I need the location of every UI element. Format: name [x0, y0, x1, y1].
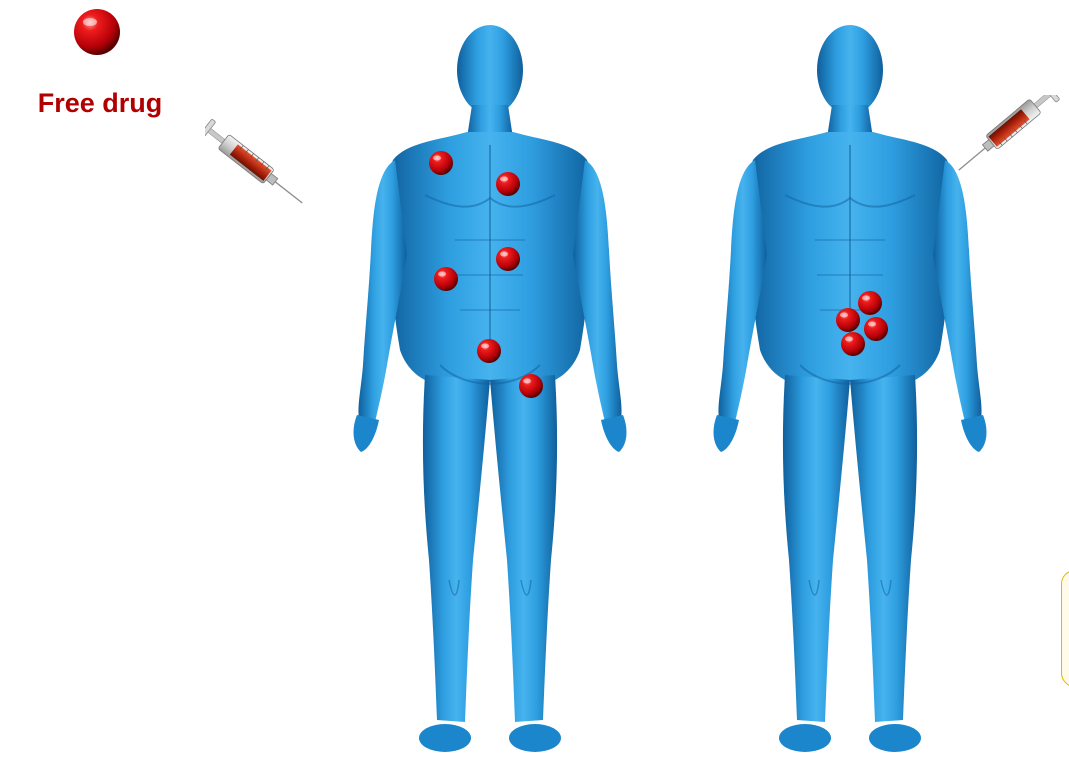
drug-particle: [858, 291, 882, 315]
drug-particle: [429, 151, 453, 175]
drug-particle: [477, 339, 501, 363]
drug-particle: [519, 374, 543, 398]
drug-particle: [841, 332, 865, 356]
drug-particle: [496, 172, 520, 196]
syringe-left-icon: [205, 105, 340, 220]
note-box: [1061, 570, 1069, 687]
free-drug-legend-icon: [72, 7, 122, 57]
syringe-right-icon: [945, 95, 1069, 215]
human-figure-scattered: [345, 20, 635, 766]
drug-particle: [434, 267, 458, 291]
drug-particle: [836, 308, 860, 332]
human-body-icon: [354, 25, 627, 752]
drug-particle: [496, 247, 520, 271]
legend-label: Free drug: [10, 88, 190, 119]
drug-particle: [864, 317, 888, 341]
